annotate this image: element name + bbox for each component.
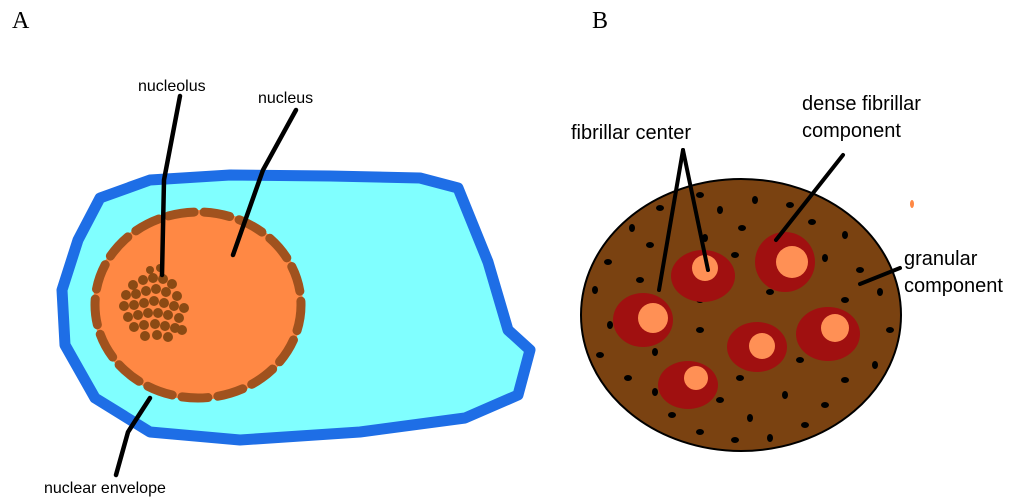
- panel-b-illustration: [581, 150, 914, 451]
- fibrillar-unit-6: [658, 361, 718, 409]
- stray-speck: [910, 200, 914, 208]
- fibrillar-unit-2: [755, 232, 815, 292]
- label-nucleus: nucleus: [258, 90, 313, 108]
- label-nucleolus: nucleolus: [138, 78, 206, 96]
- fibrillar-unit-5: [796, 307, 860, 361]
- label-granular-line2: component: [904, 275, 1003, 298]
- fibrillar-unit-1: [671, 250, 735, 302]
- panel-a-illustration: [62, 96, 530, 475]
- fibrillar-unit-4: [727, 322, 787, 372]
- label-granular-line1: granular: [904, 248, 977, 271]
- label-dense-fibrillar-line2: component: [802, 120, 901, 143]
- label-fibrillar-center: fibrillar center: [571, 122, 691, 145]
- fibrillar-unit-3: [613, 293, 673, 347]
- label-nuclear-envelope: nuclear envelope: [44, 480, 166, 498]
- label-dense-fibrillar-line1: dense fibrillar: [802, 93, 921, 116]
